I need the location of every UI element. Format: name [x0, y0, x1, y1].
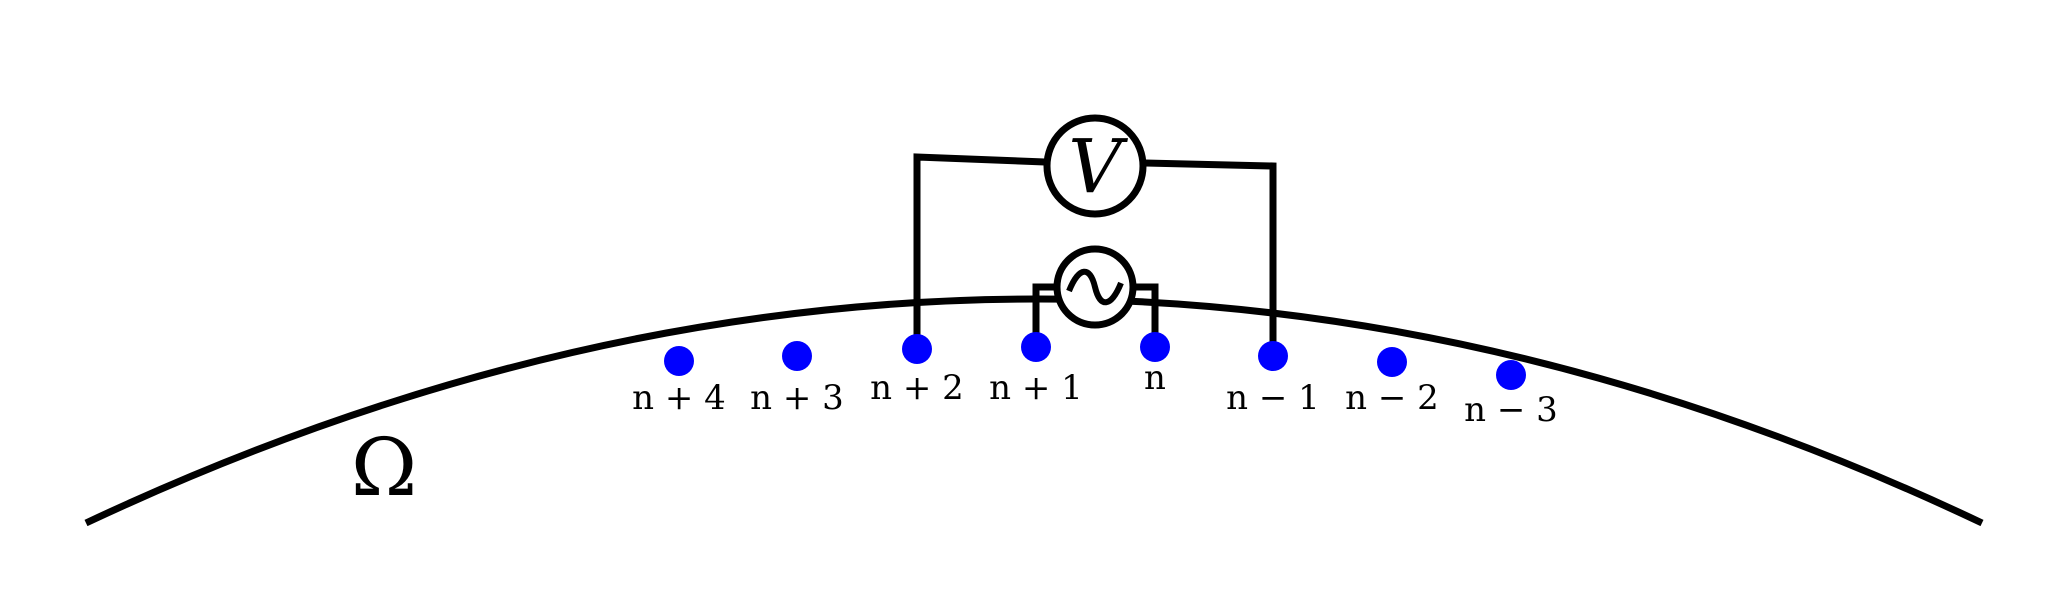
electrode-label: n − 1 [1226, 378, 1320, 418]
voltmeter-icon: V [1043, 114, 1147, 218]
electrode-dot [1021, 332, 1051, 362]
electrode-label: n + 4 [632, 378, 726, 418]
voltmeter-wire [913, 153, 1277, 356]
electrode-dot [664, 346, 694, 376]
electrode-dot [902, 334, 932, 364]
electrode-dot [1140, 332, 1170, 362]
domain-label: Ω [351, 421, 417, 514]
electrode-dot [1377, 347, 1407, 377]
electrode-dot [782, 341, 812, 371]
electrode-label: n [1144, 358, 1166, 398]
electrode-label: n − 2 [1345, 378, 1439, 418]
electrode-label: n − 3 [1464, 390, 1558, 430]
svg-text:V: V [1068, 124, 1128, 210]
current-source-wire [1032, 283, 1159, 347]
electrode-group: n + 4 n + 3 n + 2 n + 1 n n − 1 n − 2 n − 3 [632, 332, 1558, 430]
ac-source-icon [1053, 245, 1137, 329]
electrode-label: n + 1 [989, 368, 1083, 408]
electrode-dot [1258, 341, 1288, 371]
electrode-label: n + 2 [870, 368, 964, 408]
electrode-dot [1496, 360, 1526, 390]
electrode-label: n + 3 [750, 378, 844, 418]
